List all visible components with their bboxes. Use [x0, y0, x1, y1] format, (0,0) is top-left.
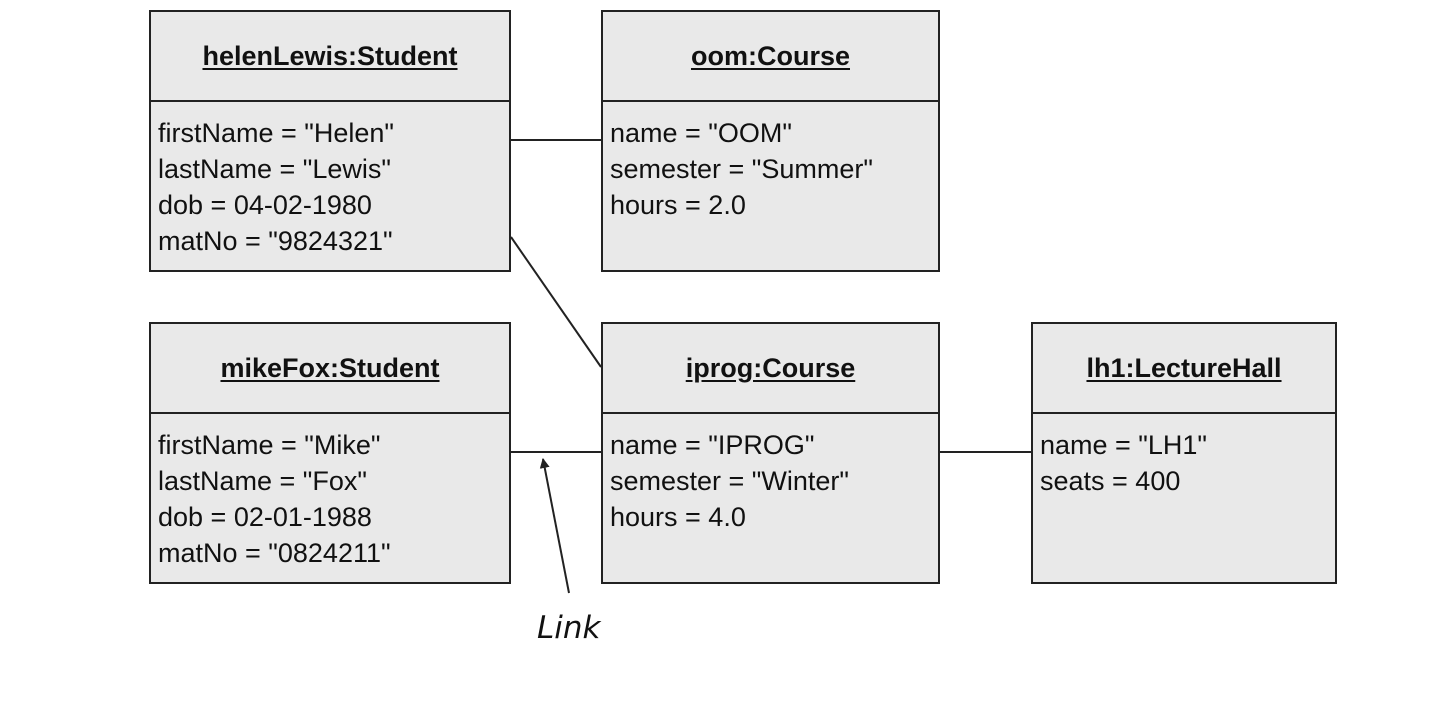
- object-header: lh1:LectureHall: [1033, 324, 1335, 414]
- link-helen-iprog: [510, 236, 602, 368]
- attribute-name: name = "LH1": [1040, 430, 1208, 460]
- object-title: mikeFox:Student: [220, 352, 440, 383]
- link-annotation-label: Link: [537, 610, 601, 646]
- object-title: iprog:Course: [685, 352, 856, 383]
- attribute-firstname: firstName = "Helen": [158, 118, 394, 148]
- attribute-list: firstName = "Helen" lastName = "Lewis" d…: [158, 115, 394, 259]
- object-title: lh1:LectureHall: [1086, 352, 1282, 383]
- attribute-seats: seats = 400: [1040, 466, 1181, 496]
- object-lh1-lecturehall: lh1:LectureHall name = "LH1" seats = 400: [1031, 322, 1337, 584]
- object-mikefox-student: mikeFox:Student firstName = "Mike" lastN…: [149, 322, 511, 584]
- attribute-firstname: firstName = "Mike": [158, 430, 381, 460]
- attribute-name: name = "OOM": [610, 118, 792, 148]
- attribute-list: name = "LH1" seats = 400: [1040, 427, 1207, 499]
- object-header: helenLewis:Student: [151, 12, 509, 102]
- object-header: mikeFox:Student: [151, 324, 509, 414]
- attribute-lastname: lastName = "Lewis": [158, 154, 392, 184]
- attribute-dob: dob = 04-02-1980: [158, 190, 372, 220]
- attribute-matno: matNo = "9824321": [158, 226, 393, 256]
- attribute-hours: hours = 4.0: [610, 502, 746, 532]
- object-oom-course: oom:Course name = "OOM" semester = "Summ…: [601, 10, 940, 272]
- object-header: iprog:Course: [603, 324, 938, 414]
- attribute-dob: dob = 02-01-1988: [158, 502, 372, 532]
- attribute-list: name = "IPROG" semester = "Winter" hours…: [610, 427, 849, 535]
- attribute-list: name = "OOM" semester = "Summer" hours =…: [610, 115, 873, 223]
- attribute-matno: matNo = "0824211": [158, 538, 391, 568]
- attribute-lastname: lastName = "Fox": [158, 466, 367, 496]
- attribute-semester: semester = "Winter": [610, 466, 849, 496]
- object-helenlewis-student: helenLewis:Student firstName = "Helen" l…: [149, 10, 511, 272]
- object-title: helenLewis:Student: [202, 40, 458, 71]
- attribute-hours: hours = 2.0: [610, 190, 746, 220]
- attribute-name: name = "IPROG": [610, 430, 815, 460]
- attribute-semester: semester = "Summer": [610, 154, 873, 184]
- object-title: oom:Course: [690, 40, 850, 71]
- object-iprog-course: iprog:Course name = "IPROG" semester = "…: [601, 322, 940, 584]
- object-header: oom:Course: [603, 12, 938, 102]
- annotation-arrow: [539, 458, 570, 594]
- attribute-list: firstName = "Mike" lastName = "Fox" dob …: [158, 427, 391, 571]
